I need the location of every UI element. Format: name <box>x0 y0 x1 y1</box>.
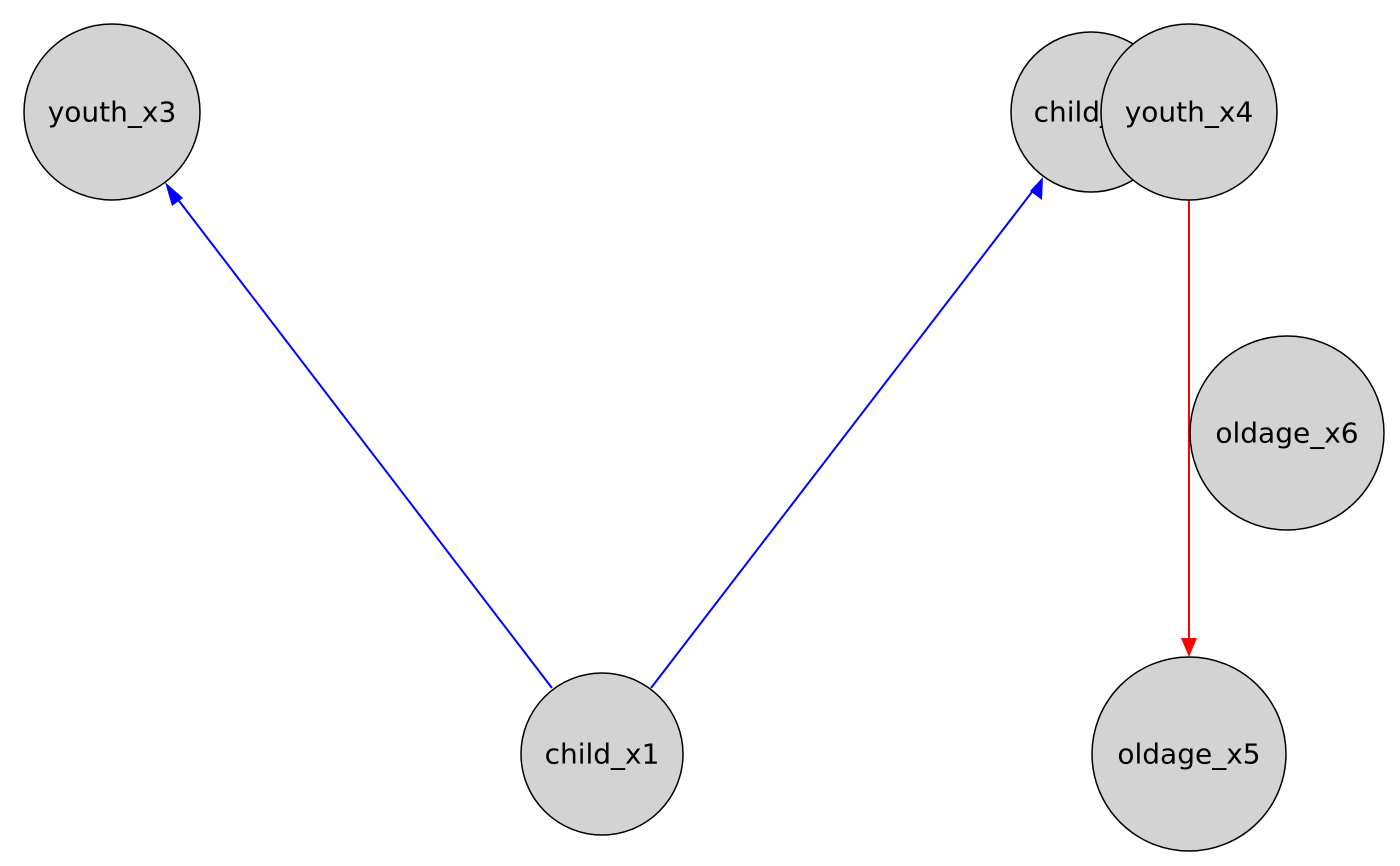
edge-arrowhead-youth_x3 <box>165 182 183 206</box>
node-circle <box>520 672 684 836</box>
nodes: youth_x3 child_x2 youth_x4 oldage_x6 chi… <box>23 23 1385 852</box>
node-label: youth_x3 <box>48 96 177 129</box>
node-label: child_x1 <box>545 738 660 771</box>
node-oldage_x6[interactable]: oldage_x6 <box>1189 335 1385 531</box>
node-label: oldage_x5 <box>1117 738 1260 771</box>
node-circle <box>23 23 201 201</box>
node-label: oldage_x6 <box>1215 417 1358 450</box>
node-oldage_x5[interactable]: oldage_x5 <box>1091 656 1287 852</box>
node-child_x1[interactable]: child_x1 <box>520 672 684 836</box>
node-circle <box>1091 656 1287 852</box>
node-circle <box>1189 335 1385 531</box>
node-label: youth_x4 <box>1125 96 1254 129</box>
edge-child_x1-to-youth_x3 <box>172 192 553 689</box>
edges <box>165 177 1197 689</box>
node-youth_x3[interactable]: youth_x3 <box>23 23 201 201</box>
edge-arrowhead-child_x2 <box>1030 177 1043 200</box>
edge-arrowhead-oldage_x5 <box>1181 638 1197 657</box>
node-circle <box>1100 23 1278 201</box>
edge-child_x1-to-child_x2 <box>650 187 1036 689</box>
node-youth_x4[interactable]: youth_x4 <box>1100 23 1278 201</box>
